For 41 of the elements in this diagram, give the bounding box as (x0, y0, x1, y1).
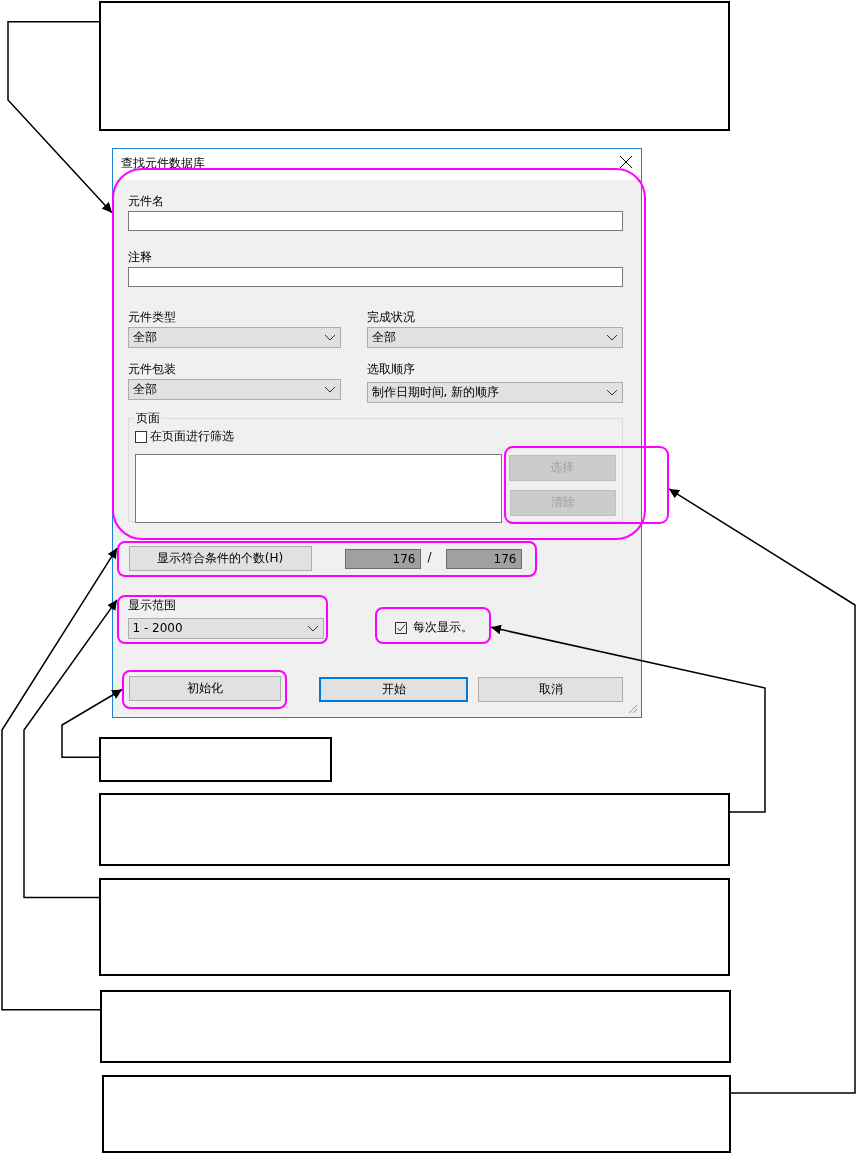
count-field: 176 (445, 548, 522, 569)
dropdown: 制作日期时间, 新的顺序 (366, 381, 623, 403)
dropdown: 全部 (127, 378, 341, 400)
button: 初始化 (128, 675, 281, 701)
callout-box (99, 1, 730, 131)
window-title: 查找元件数据库 (121, 155, 205, 171)
callout-box (99, 737, 332, 782)
field-label: 元件类型 (127, 308, 176, 325)
dropdown: 1 - 2000 (127, 617, 324, 639)
callout-box (99, 878, 730, 976)
callout-box (102, 1075, 731, 1153)
button: 取消 (478, 677, 623, 702)
field-label: 选取顺序 (366, 360, 415, 377)
field-label: 注释 (127, 248, 152, 265)
count-field: 176 (344, 548, 421, 569)
highlight-frame (112, 168, 646, 540)
dropdown: 全部 (366, 326, 623, 348)
field-label: 元件名 (127, 192, 164, 209)
callout-box (100, 990, 731, 1063)
arrow (23, 599, 118, 899)
arrow (61, 688, 123, 758)
dropdown: 全部 (127, 326, 341, 348)
arrow (668, 488, 856, 1094)
arrow (7, 21, 113, 214)
highlight-frame (122, 670, 287, 709)
highlight-frame (117, 541, 537, 577)
arrow (490, 624, 766, 813)
highlight-frame (504, 446, 669, 524)
group-label: 页面 (133, 409, 162, 426)
field-label: 完成状况 (366, 308, 415, 325)
button: 显示符合条件的个数(H) (128, 545, 312, 571)
field-label: 元件包装 (127, 360, 176, 377)
highlight-frame (375, 607, 491, 644)
button: 开始 (319, 677, 468, 702)
arrow (1, 547, 118, 1011)
field-label: 显示范围 (127, 596, 176, 613)
highlight-frame (117, 595, 328, 644)
checkbox-label: 在页面进行筛选 (149, 427, 234, 444)
field-label: / (427, 548, 432, 565)
checkbox-label: 每次显示。 (412, 618, 473, 635)
callout-box (99, 793, 730, 866)
